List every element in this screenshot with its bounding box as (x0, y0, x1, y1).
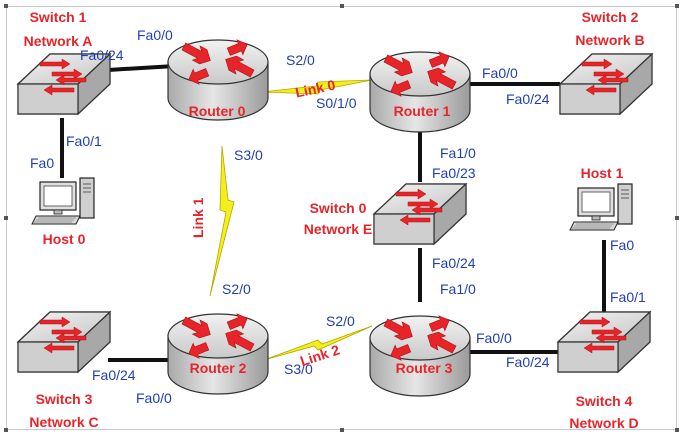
port-s0-fa023: Fa0/23 (432, 165, 476, 181)
router1-label: Router 1 (394, 103, 451, 119)
switch-2[interactable] (559, 53, 653, 115)
port-s4-fa024: Fa0/24 (506, 354, 550, 370)
port-r1-fa00: Fa0/0 (482, 65, 518, 81)
switch3-label-line1: Switch 3 (36, 391, 93, 407)
switch1-label-line1: Switch 1 (30, 9, 87, 25)
port-r0-fa00: Fa0/0 (137, 27, 173, 43)
port-r2-s30: S3/0 (284, 361, 313, 377)
resize-handle-bottom-mid[interactable] (340, 428, 344, 432)
switch3-label-line2: Network C (29, 414, 98, 430)
port-r2-fa00: Fa0/0 (136, 390, 172, 406)
cable-switch1-router0 (107, 64, 176, 72)
resize-handle-top-mid[interactable] (340, 4, 344, 8)
router2-label: Router 2 (190, 360, 247, 376)
switch0-label-line2: Network E (304, 221, 372, 237)
host-0-pc-icon[interactable] (31, 177, 95, 225)
router-2[interactable] (167, 310, 269, 395)
router0-label: Router 0 (189, 103, 246, 119)
port-r2-s20: S2/0 (222, 281, 251, 297)
switch-3[interactable] (17, 311, 111, 373)
host1-label: Host 1 (581, 165, 624, 181)
port-r0-s20: S2/0 (286, 52, 315, 68)
router-1[interactable] (369, 48, 471, 133)
port-h0-fa0: Fa0 (30, 155, 54, 171)
port-s1-fa024: Fa0/24 (80, 47, 124, 63)
switch-4[interactable] (557, 311, 651, 373)
switch1-label-line2: Network A (24, 33, 93, 49)
resize-handle-top-left[interactable] (4, 4, 8, 8)
port-s1-fa01: Fa0/1 (66, 133, 102, 149)
port-r3-fa10: Fa1/0 (440, 281, 476, 297)
ethernet-cables (60, 64, 606, 362)
host0-label: Host 0 (43, 231, 86, 247)
link-1-label: Link 1 (190, 197, 206, 238)
resize-handle-bottom-right[interactable] (675, 428, 679, 432)
router-3[interactable] (369, 312, 471, 397)
port-s2-fa024: Fa0/24 (506, 91, 550, 107)
host-1-pc-icon[interactable] (569, 183, 633, 231)
port-s4-fa01: Fa0/1 (610, 289, 646, 305)
resize-handle-mid-right[interactable] (675, 216, 679, 220)
resize-handle-mid-left[interactable] (4, 216, 8, 220)
port-s3-fa024: Fa0/24 (92, 367, 136, 383)
port-r0-s30: S3/0 (234, 147, 263, 163)
serial-link-2 (263, 325, 373, 361)
port-r3-s20: S2/0 (326, 313, 355, 329)
resize-handle-bottom-left[interactable] (4, 428, 8, 432)
switch2-label-line2: Network B (575, 32, 644, 48)
switch-1[interactable] (17, 53, 111, 115)
port-r3-fa00: Fa0/0 (476, 330, 512, 346)
switch0-label-line1: Switch 0 (310, 200, 367, 216)
resize-handle-top-right[interactable] (675, 4, 679, 8)
port-s0-fa024: Fa0/24 (432, 255, 476, 271)
router3-label: Router 3 (396, 360, 453, 376)
switch4-label-line1: Switch 4 (576, 393, 633, 409)
switch4-label-line2: Network D (569, 415, 638, 431)
port-h1-fa0: Fa0 (610, 237, 634, 253)
port-r1-fa10: Fa1/0 (440, 145, 476, 161)
port-r1-s010: S0/1/0 (316, 95, 357, 111)
switch2-label-line1: Switch 2 (582, 9, 639, 25)
serial-link-1 (209, 145, 235, 297)
switch-0[interactable] (373, 183, 467, 245)
